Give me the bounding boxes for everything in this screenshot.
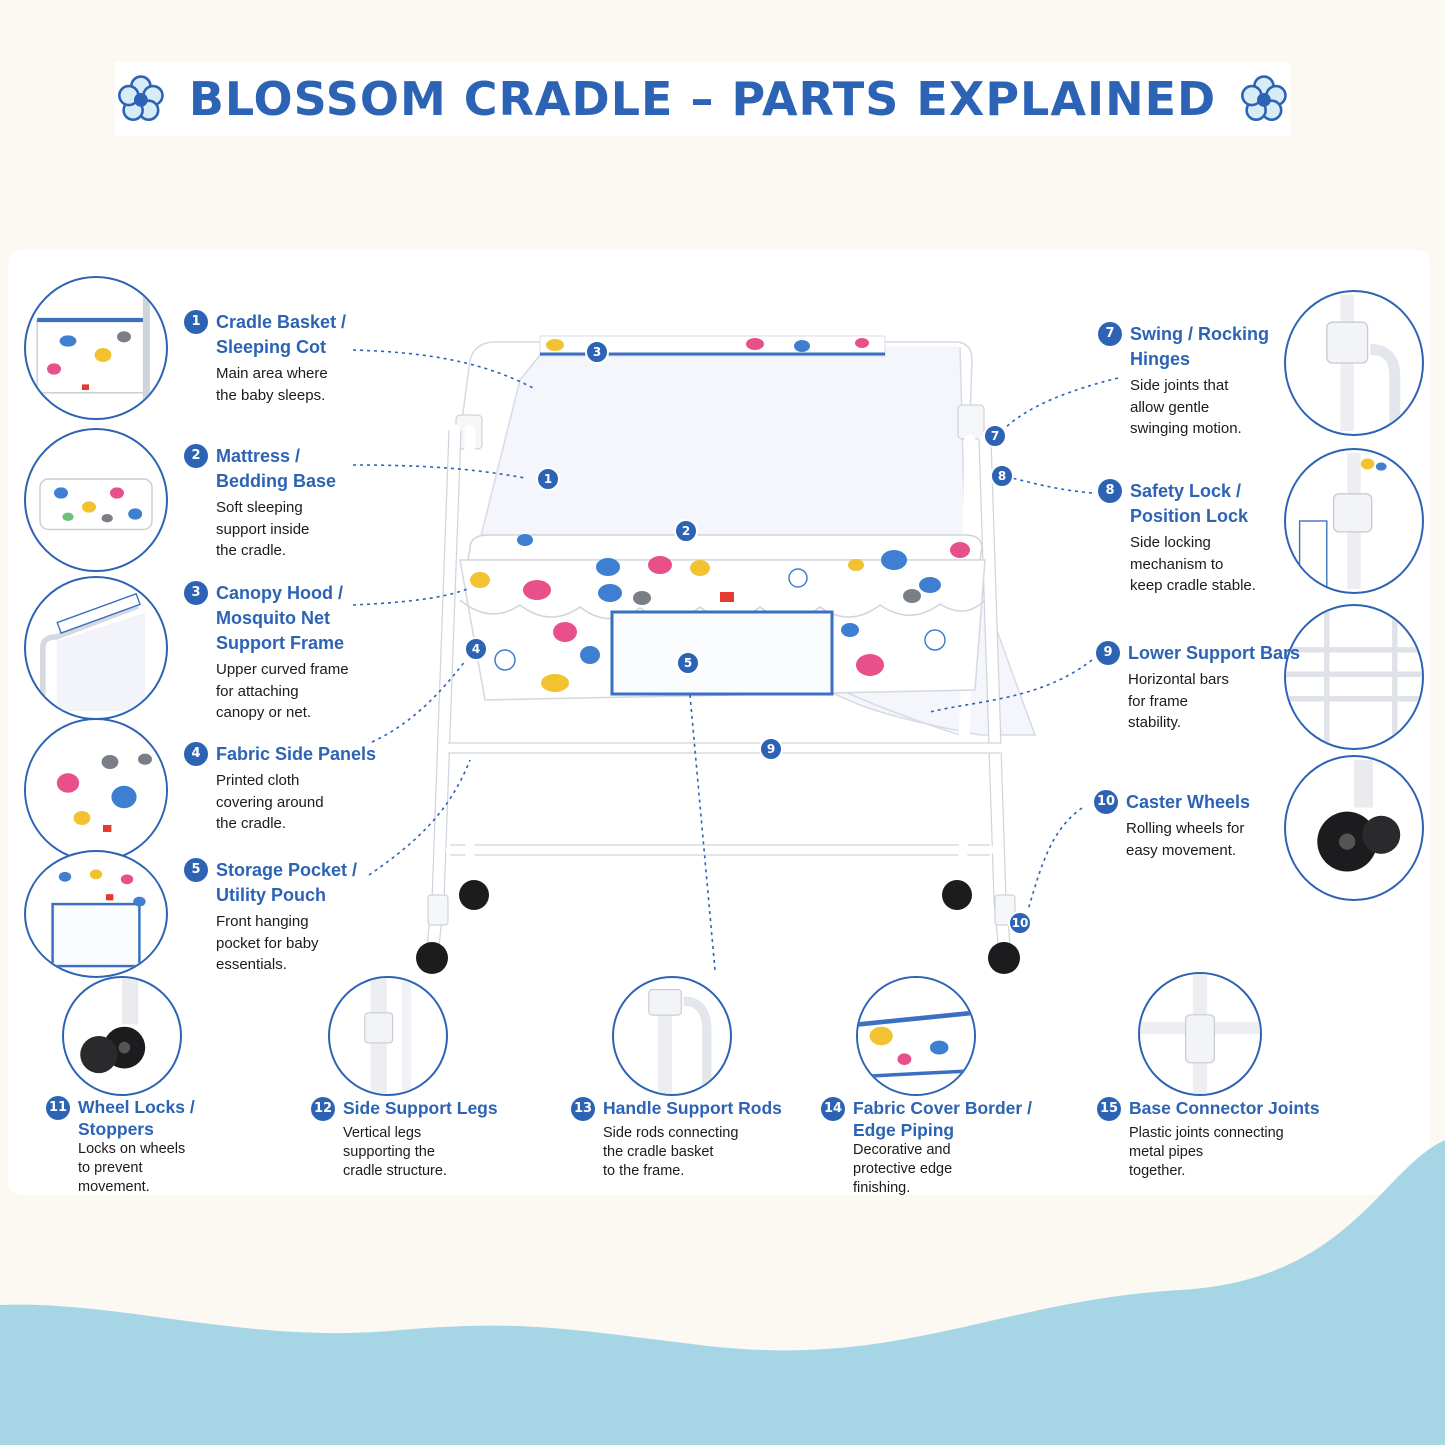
thumb-wheel-locks: [62, 976, 182, 1096]
fabric-print: [470, 534, 970, 692]
part-number: 8: [1098, 479, 1122, 503]
diagram-marker-3: 3: [585, 340, 609, 364]
part-1-cradle-basket: 1 Cradle Basket /Sleeping Cot Main area …: [184, 310, 346, 406]
thumb-swing-hinges: [1284, 290, 1424, 436]
part-number: 1: [184, 310, 208, 334]
diagram-marker-1: 1: [536, 467, 560, 491]
thumb-connector-joints: [1138, 972, 1262, 1096]
part-14-fabric-cover-border: 14 Fabric Cover Border /Edge Piping Deco…: [821, 1097, 1032, 1198]
part-15-base-connector-joints: 15 Base Connector Joints Plastic joints …: [1097, 1097, 1320, 1181]
part-title: Lower Support Bars: [1128, 643, 1301, 663]
part-title: Caster Wheels: [1126, 792, 1251, 812]
diagram-marker-10: 10: [1008, 911, 1032, 935]
diagram-marker-9: 9: [759, 737, 783, 761]
part-number: 2: [184, 444, 208, 468]
thumb-storage-pocket: [24, 850, 168, 978]
part-number: 3: [184, 581, 208, 605]
part-title: Safety Lock /Position Lock: [1130, 481, 1249, 526]
wave-decoration: [0, 1140, 1445, 1445]
diagram-marker-2: 2: [674, 519, 698, 543]
part-number: 14: [821, 1097, 845, 1121]
part-number: 10: [1094, 790, 1118, 814]
diagram-marker-4: 4: [464, 637, 488, 661]
part-number: 11: [46, 1096, 70, 1120]
diagram-marker-7: 7: [983, 424, 1007, 448]
part-title: Handle Support Rods: [603, 1098, 782, 1118]
part-title: Side Support Legs: [343, 1098, 498, 1118]
part-number: 5: [184, 858, 208, 882]
part-title: Fabric Side Panels: [216, 744, 377, 764]
page-title: BLOSSOM CRADLE – PARTS EXPLAINED: [188, 72, 1217, 126]
part-number: 12: [311, 1097, 335, 1121]
part-5-storage-pocket: 5 Storage Pocket /Utility Pouch Front ha…: [184, 858, 357, 976]
part-11-wheel-locks: 11 Wheel Locks /Stoppers Locks on wheels…: [46, 1096, 195, 1197]
part-number: 9: [1096, 641, 1120, 665]
thumb-edge-piping: [856, 976, 976, 1096]
thumb-lower-bars: [1284, 604, 1424, 750]
part-title: Fabric Cover Border /Edge Piping: [853, 1098, 1032, 1140]
thumb-fabric-panels: [24, 718, 168, 862]
title-banner: BLOSSOM CRADLE – PARTS EXPLAINED: [115, 62, 1290, 136]
part-8-safety-lock: 8 Safety Lock /Position Lock Side lockin…: [1098, 479, 1256, 597]
part-13-handle-support-rods: 13 Handle Support Rods Side rods connect…: [571, 1097, 782, 1181]
thumb-caster-wheels: [1284, 755, 1424, 901]
thumb-mattress: [24, 428, 168, 572]
part-title: Wheel Locks /Stoppers: [78, 1097, 195, 1139]
flower-icon: [1241, 75, 1287, 122]
thumb-canopy-frame: [24, 576, 168, 720]
basket-rim: [467, 534, 983, 561]
part-title: Storage Pocket /Utility Pouch: [216, 860, 358, 905]
diagram-marker-5: 5: [676, 651, 700, 675]
flower-icon: [118, 75, 164, 122]
thumb-side-legs: [328, 976, 448, 1096]
thumb-safety-lock: [1284, 448, 1424, 594]
caster-wheels: [416, 880, 1020, 974]
part-number: 13: [571, 1097, 595, 1121]
part-number: 7: [1098, 322, 1122, 346]
part-number: 4: [184, 742, 208, 766]
thumb-handle-rods: [612, 976, 732, 1096]
thumb-cradle-basket: [24, 276, 168, 420]
diagram-marker-8: 8: [990, 464, 1014, 488]
part-number: 15: [1097, 1097, 1121, 1121]
part-title: Cradle Basket /Sleeping Cot: [216, 312, 347, 357]
storage-pocket: [610, 610, 834, 696]
part-title: Mattress /Bedding Base: [216, 446, 337, 491]
part-title: Base Connector Joints: [1129, 1098, 1320, 1118]
